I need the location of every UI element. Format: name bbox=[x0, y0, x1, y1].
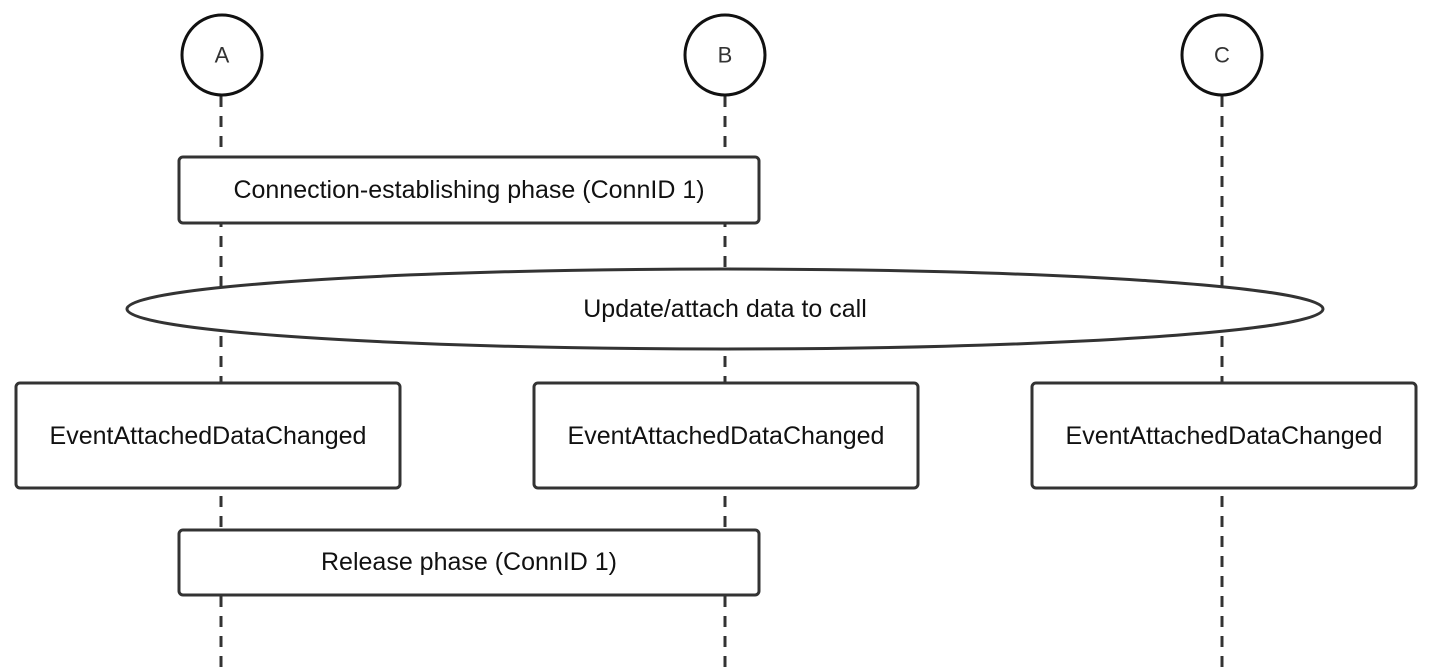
release-phase-label: Release phase (ConnID 1) bbox=[321, 548, 617, 576]
participant-a: A bbox=[180, 13, 264, 97]
event-a-step: EventAttachedDataChanged bbox=[14, 381, 402, 490]
update-data-label: Update/attach data to call bbox=[583, 295, 867, 323]
connection-phase-box bbox=[177, 155, 761, 225]
update-data-ellipse bbox=[125, 267, 1325, 351]
update-data-step: Update/attach data to call bbox=[125, 267, 1325, 351]
event-b-label: EventAttachedDataChanged bbox=[568, 422, 885, 450]
participant-b-label: B bbox=[718, 43, 733, 68]
connection-phase-step: Connection-establishing phase (ConnID 1) bbox=[177, 155, 761, 225]
event-a-label: EventAttachedDataChanged bbox=[50, 422, 367, 450]
release-phase-box bbox=[177, 528, 761, 597]
connection-phase-label: Connection-establishing phase (ConnID 1) bbox=[233, 176, 704, 204]
event-c-label: EventAttachedDataChanged bbox=[1066, 422, 1383, 450]
release-phase-step: Release phase (ConnID 1) bbox=[177, 528, 761, 597]
participant-a-circle bbox=[180, 13, 264, 97]
event-b-step: EventAttachedDataChanged bbox=[532, 381, 920, 490]
participant-c: C bbox=[1180, 13, 1264, 97]
participant-b-circle bbox=[683, 13, 767, 97]
participant-b: B bbox=[683, 13, 767, 97]
participant-c-circle bbox=[1180, 13, 1264, 97]
participant-c-label: C bbox=[1214, 43, 1230, 68]
event-a-box bbox=[14, 381, 402, 490]
event-b-box bbox=[532, 381, 920, 490]
participant-a-label: A bbox=[215, 43, 230, 68]
event-c-box bbox=[1030, 381, 1418, 490]
event-c-step: EventAttachedDataChanged bbox=[1030, 381, 1418, 490]
